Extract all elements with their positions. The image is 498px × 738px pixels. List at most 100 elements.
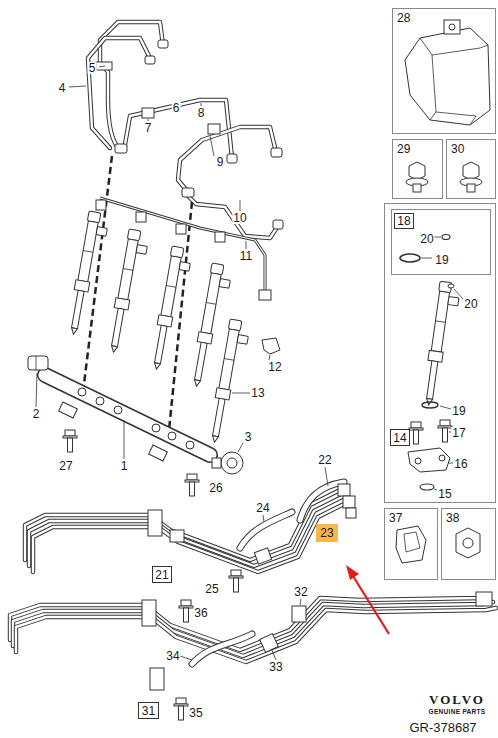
connector — [292, 606, 306, 622]
fuel-pipes — [188, 196, 278, 238]
flange-bolt-icon — [409, 162, 425, 180]
fuel-pipes — [115, 144, 127, 153]
injectors — [107, 229, 150, 355]
fuel-pipes — [100, 22, 163, 150]
figure-panel: 30 — [446, 139, 496, 199]
leader-lines — [201, 103, 202, 106]
flange-bolt-icon — [413, 184, 421, 192]
callout-number: 34 — [165, 650, 180, 662]
callout-number: 4 — [58, 82, 67, 94]
leader-lines — [36, 66, 328, 660]
callout-number: 25 — [204, 583, 219, 595]
callout-number: 19 — [434, 254, 449, 266]
callout-number: 17 — [451, 427, 466, 439]
callout-number: 6 — [172, 102, 181, 114]
heat-shield-bracket — [444, 20, 460, 34]
fuel-pipes — [145, 56, 155, 64]
fuel-pipes — [124, 100, 232, 158]
injector-detail — [454, 289, 463, 299]
flange-bolt-icon — [460, 162, 482, 192]
callout-number: 29 — [397, 143, 410, 155]
injector-detail — [409, 422, 423, 444]
assembly-number: 21 — [152, 566, 172, 583]
clip-icon — [404, 532, 420, 552]
figure-panel: 37 — [384, 508, 438, 580]
boxed-number: 18 — [397, 215, 410, 227]
pressure-regulator — [227, 458, 237, 468]
fuel-line-bundle — [240, 512, 292, 548]
callout-number: 33 — [268, 661, 283, 673]
leader-lines — [232, 393, 250, 394]
callout-number: 3 — [244, 431, 253, 443]
pressure-regulator — [221, 452, 243, 474]
pressure-sensor — [28, 356, 48, 370]
assembly-number: 31 — [138, 702, 159, 719]
injector-detail — [415, 458, 421, 464]
fuel-pipes — [227, 154, 237, 163]
injector-detail — [448, 463, 453, 464]
callout-number: 22 — [317, 454, 332, 466]
fuel-line-bundle — [476, 592, 492, 606]
injector-harness — [259, 290, 271, 300]
callout-number: 26 — [208, 482, 223, 494]
leader-lines — [240, 200, 241, 211]
callout-number: 20 — [419, 233, 434, 245]
pressure-regulator — [212, 458, 221, 468]
injector-detail — [422, 402, 438, 408]
kit-number: 14 — [390, 429, 410, 446]
fuel-line-bundle — [192, 634, 252, 664]
flange-bolt-icon — [463, 162, 479, 180]
fuel-pipes — [182, 188, 194, 197]
fuel-pipes — [178, 127, 276, 192]
seal-rings — [442, 235, 450, 240]
injectors — [67, 211, 251, 445]
fuel-rail — [96, 397, 104, 405]
nut-icon — [456, 528, 480, 558]
heat-shield-bracket — [449, 24, 455, 30]
callout-number: 19 — [451, 405, 466, 417]
fuel-pipes — [100, 22, 163, 150]
pipe-clamp — [142, 108, 154, 118]
clip — [262, 338, 280, 354]
callout-number: 15 — [437, 488, 452, 500]
leader-lines — [36, 373, 37, 407]
callout-number: 10 — [232, 212, 247, 224]
fuel-line-bundle — [300, 482, 344, 520]
callout-number: 36 — [193, 607, 208, 619]
fuel-pipes — [88, 38, 150, 148]
fuel-pipes — [124, 100, 232, 158]
fuel-rail — [78, 388, 86, 396]
heat-shield-bracket — [420, 38, 488, 125]
part-number: GR-378687 — [408, 721, 477, 734]
fuel-rail — [59, 402, 78, 418]
fuel-line-bundle — [338, 484, 350, 496]
bracket — [148, 510, 162, 536]
fuel-pipes — [178, 127, 276, 192]
pointer-arrow — [353, 576, 389, 634]
fuel-rail — [45, 375, 210, 461]
injectors — [67, 211, 110, 337]
injector-detail — [420, 484, 434, 490]
fuel-line-bundle — [16, 608, 496, 662]
fuel-rail — [114, 406, 122, 414]
fuel-line-bundle — [240, 512, 292, 548]
callout-number: 11 — [239, 250, 253, 262]
leader-lines — [238, 443, 243, 452]
seal-rings — [400, 254, 420, 262]
callout-number: 20 — [463, 298, 478, 310]
leader-lines — [99, 66, 105, 67]
detail-panel: 201917161520191814 — [384, 203, 496, 503]
figure-panel: 28 — [392, 8, 496, 134]
fuel-pipes — [271, 148, 282, 157]
bracket — [254, 548, 271, 564]
kit-panel: 2019 18 — [391, 209, 491, 275]
callout-number: 32 — [293, 586, 308, 598]
injector-detail — [422, 281, 461, 407]
kit-number: 18 — [394, 213, 414, 229]
nut-icon — [463, 538, 473, 548]
injector-harness — [215, 232, 225, 242]
leader-lines — [124, 420, 125, 459]
leader-lines — [269, 355, 270, 360]
